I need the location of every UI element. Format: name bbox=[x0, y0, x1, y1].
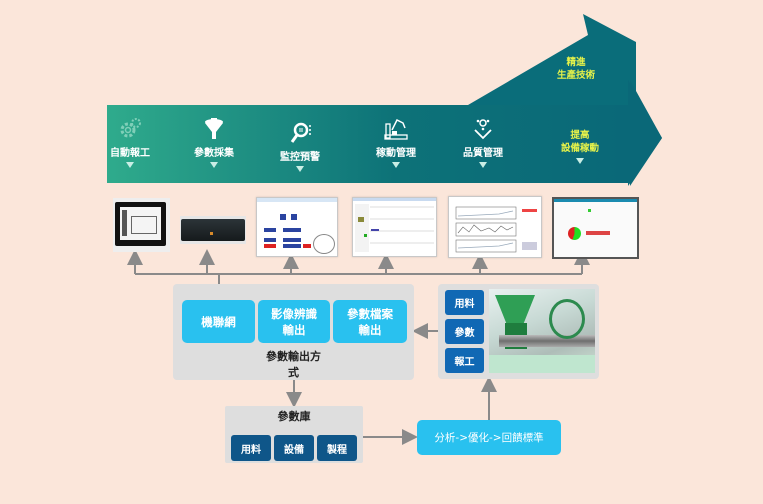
chevron-down-icon bbox=[479, 162, 487, 168]
chevron-down-icon bbox=[126, 162, 134, 168]
extruder-machine-photo bbox=[489, 289, 595, 373]
parameter-button[interactable]: 參數 bbox=[445, 319, 484, 344]
stage-monitoring-alert[interactable]: 監控預警 bbox=[260, 120, 340, 172]
gears-icon bbox=[120, 118, 141, 138]
goal-lower-line1: 提高 bbox=[570, 130, 590, 141]
industrial-box-pc bbox=[180, 216, 246, 244]
db-material-button[interactable]: 用料 bbox=[231, 435, 271, 461]
goal-upper-line1: 精進 bbox=[566, 57, 586, 68]
stage-label: 稼動管理 bbox=[376, 148, 416, 159]
stage-label: 品質管理 bbox=[463, 148, 503, 159]
chevron-down-icon bbox=[296, 166, 304, 172]
stage-utilization-management[interactable]: 稼動管理 bbox=[356, 116, 436, 168]
stage-label: 參數採集 bbox=[194, 148, 234, 159]
parameter-file-output-button[interactable]: 參數檔案 輸出 bbox=[333, 300, 407, 343]
goal-upper-line2: 生產技術 bbox=[556, 70, 595, 81]
chevron-down-icon bbox=[210, 162, 218, 168]
quality-icon bbox=[474, 119, 492, 140]
material-button[interactable]: 用料 bbox=[445, 290, 484, 315]
analysis-feedback-box[interactable]: 分析->優化->回饋標準 bbox=[417, 420, 561, 455]
chevron-down-icon bbox=[392, 162, 400, 168]
goal-upper: 精進 生產技術 bbox=[536, 56, 616, 82]
stage-parameter-collection[interactable]: 參數採集 bbox=[174, 116, 254, 168]
stage-label: 監控預警 bbox=[280, 152, 320, 163]
magnifier-icon bbox=[290, 122, 311, 143]
db-process-button[interactable]: 製程 bbox=[317, 435, 357, 461]
db-equipment-button[interactable]: 設備 bbox=[274, 435, 314, 461]
floor-layout-screen bbox=[256, 197, 338, 257]
parameter-trend-screen bbox=[352, 197, 437, 257]
quality-chart-screen bbox=[448, 196, 542, 258]
quality-charts-thumbnail bbox=[455, 206, 537, 253]
robot-arm-icon bbox=[384, 118, 408, 140]
chevron-down-icon bbox=[576, 158, 584, 164]
database-title: 參數庫 bbox=[277, 410, 311, 423]
output-panel-caption: 參數輸出方 式 bbox=[173, 349, 414, 381]
stage-quality-management[interactable]: 品質管理 bbox=[443, 116, 523, 168]
image-recognition-output-button[interactable]: 影像辨識 輸出 bbox=[258, 300, 330, 343]
goal-lower: 提高 設備稼動 bbox=[540, 129, 620, 164]
caption-line2: 式 bbox=[288, 366, 299, 379]
stage-auto-report[interactable]: 自動報工 bbox=[90, 116, 170, 168]
touch-panel-pc bbox=[113, 198, 170, 252]
machine-networking-button[interactable]: 機聯網 bbox=[182, 300, 255, 343]
caption-line1: 參數輸出方 bbox=[266, 350, 321, 363]
upper-goal-arrow bbox=[468, 14, 636, 130]
stage-label: 自動報工 bbox=[110, 148, 150, 159]
oee-dashboard-screen bbox=[552, 197, 639, 259]
work-report-button[interactable]: 報工 bbox=[445, 348, 484, 373]
goal-lower-line2: 設備稼動 bbox=[560, 143, 599, 154]
funnel-icon bbox=[205, 118, 223, 139]
